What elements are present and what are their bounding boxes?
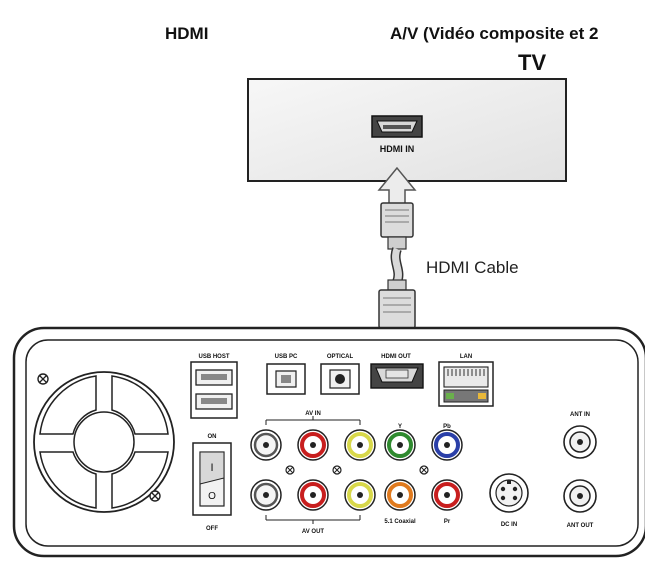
rca-jack-white [250,479,282,511]
y-label: Y [398,424,402,430]
ant-out-label: ANT OUT [567,523,594,529]
rca-jack-red [297,429,329,461]
switch-mark-on: I [210,462,213,474]
media-player-rear-panel: USB HOST USB PC OPTICAL [12,326,645,558]
hdmi-cable-label: HDMI Cable [426,258,519,277]
usb-pc-port: USB PC [266,354,306,395]
tv-title: TV [518,50,547,75]
header-hdmi: HDMI [165,24,209,43]
lan-led-yellow [478,393,486,399]
av-in-group: AV IN [265,411,361,425]
switch-on-label: ON [208,434,217,440]
switch-off-label: OFF [206,526,218,532]
av-in-label: AV IN [305,411,321,417]
component-jack-y [384,429,416,461]
cooling-fan [33,371,175,513]
av-out-group: AV OUT [265,515,361,535]
screw-icon [37,373,49,385]
tv-hdmi-in-port [371,115,423,138]
tv-panel: HDMI IN [247,78,567,182]
antenna-out-port: ANT OUT [563,479,597,529]
header-av-composite: A/V (Vidéo composite et 2 [390,24,599,43]
av-out-label: AV OUT [302,529,325,535]
rca-jack-yellow [344,479,376,511]
hdmi-out-label: HDMI OUT [381,354,411,360]
component-jack-pb [431,429,463,461]
pb-label: Pb [443,424,451,430]
coaxial-jack-orange [384,479,416,511]
antenna-in-port: ANT IN [563,412,597,459]
switch-mark-off: O [208,491,216,502]
power-switch: ON I O OFF [192,434,232,532]
lan-port: LAN [438,354,494,407]
screw-icon [285,465,295,475]
rca-jack-white [250,429,282,461]
rca-jack-red [297,479,329,511]
ant-in-label: ANT IN [570,412,590,418]
rca-jack-yellow [344,429,376,461]
hdmi-out-port: HDMI OUT [370,354,424,389]
tv-hdmi-in-label: HDMI IN [380,144,415,154]
screw-icon [419,465,429,475]
pr-label: Pr [444,519,451,525]
lan-led-green [446,393,454,399]
dc-in-label: DC IN [501,522,517,528]
usb-host-ports: USB HOST [190,354,238,419]
dc-in-port: DC IN [489,473,529,528]
lan-label: LAN [460,354,472,360]
optical-port: OPTICAL [320,354,360,395]
screw-icon [332,465,342,475]
screw-icon [149,490,161,502]
coaxial-label: 5.1 Coaxial [384,519,416,525]
component-jack-pr [431,479,463,511]
optical-label: OPTICAL [327,354,354,360]
usb-pc-label: USB PC [275,354,298,360]
usb-host-label: USB HOST [198,354,229,360]
